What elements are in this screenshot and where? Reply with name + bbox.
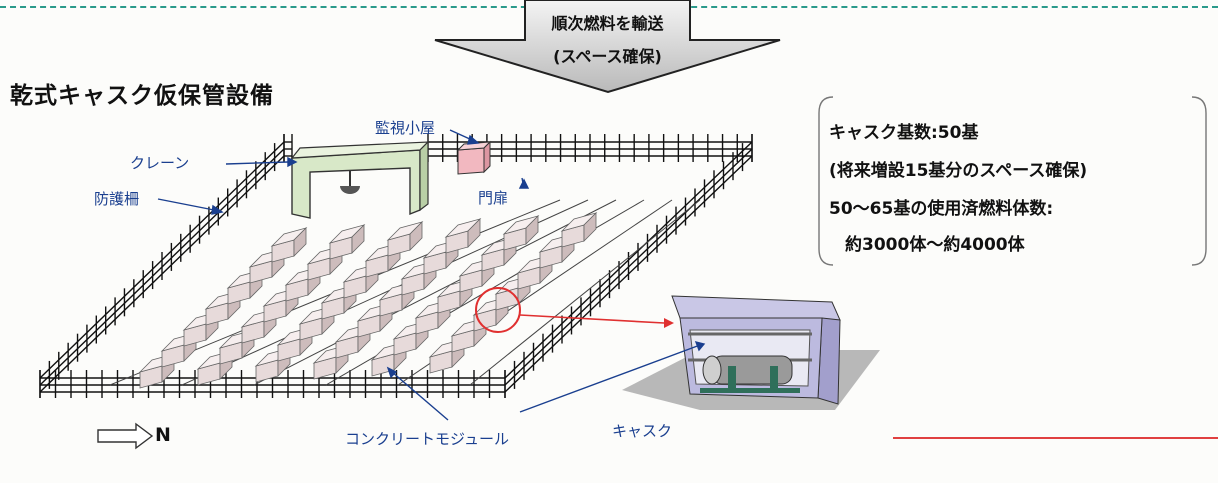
concrete-module bbox=[386, 221, 424, 257]
future-expansion: (将来増設15基分のスペース確保) bbox=[829, 161, 1088, 181]
concrete-module bbox=[328, 224, 366, 260]
cask-callout-arrow bbox=[519, 314, 665, 324]
concrete-module bbox=[270, 227, 308, 263]
cask-leader bbox=[519, 344, 701, 413]
down-arrow-shape bbox=[434, 0, 781, 94]
arrow-text-line1: 順次燃料を輸送 bbox=[551, 14, 664, 33]
north-label: N bbox=[155, 424, 171, 446]
monitoring-hut bbox=[456, 140, 492, 175]
red-divider-line bbox=[893, 437, 1218, 439]
fence-label: 防護柵 bbox=[94, 190, 140, 208]
fuel-count-value: 約3000体～約4000体 bbox=[845, 235, 1025, 255]
fence-leader bbox=[157, 198, 215, 211]
concrete-module bbox=[444, 218, 482, 254]
transport-arrow: 順次燃料を輸送 (スペース確保) bbox=[420, 0, 795, 96]
info-box-border bbox=[818, 96, 1207, 266]
lane-line bbox=[469, 199, 701, 386]
concrete-module bbox=[560, 212, 598, 248]
fuel-count-heading: 50～65基の使用済燃料体数: bbox=[829, 199, 1054, 219]
cask-label: キャスク bbox=[612, 422, 673, 440]
concrete-module-label: コンクリートモジュール bbox=[345, 430, 509, 448]
page-title: 乾式キャスク仮保管設備 bbox=[10, 83, 274, 109]
cask-module-cutaway bbox=[622, 295, 880, 410]
cask-callout-circle bbox=[475, 287, 521, 333]
crane-leader bbox=[225, 161, 289, 165]
cask-info-box: キャスク基数:50基 (将来増設15基分のスペース確保) 50～65基の使用済燃… bbox=[815, 95, 1210, 267]
crane-gantry bbox=[290, 140, 430, 219]
concrete-module bbox=[502, 215, 540, 251]
module-leader bbox=[391, 371, 449, 421]
arrow-text-line2: (スペース確保) bbox=[553, 47, 662, 66]
monitoring-hut-label: 監視小屋 bbox=[375, 119, 436, 137]
hut-leader bbox=[449, 129, 473, 141]
concrete-modules bbox=[138, 212, 598, 389]
lane-line bbox=[253, 199, 617, 386]
cask-count: キャスク基数:50基 bbox=[829, 123, 979, 143]
north-arrow-icon bbox=[97, 422, 154, 450]
gate-label: 門扉 bbox=[478, 189, 509, 207]
crane-label: クレーン bbox=[130, 154, 190, 172]
